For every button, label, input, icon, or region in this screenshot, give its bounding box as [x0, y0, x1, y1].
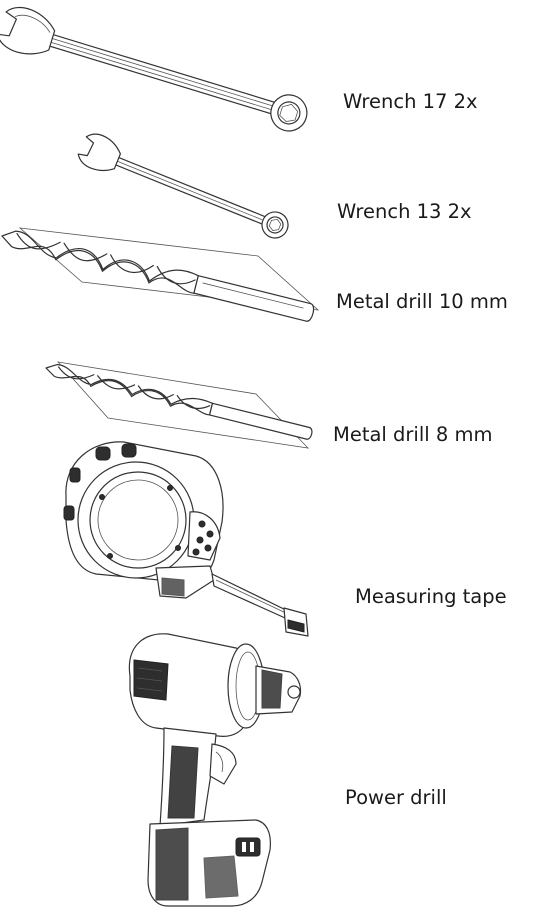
tool-label-metal-drill-8: Metal drill 8 mm — [333, 423, 493, 446]
tool-label-power-drill: Power drill — [345, 786, 447, 809]
tool-label-wrench-13: Wrench 13 2x — [337, 200, 472, 223]
tool-label-metal-drill-10: Metal drill 10 mm — [336, 290, 508, 313]
tool-label-wrench-17: Wrench 17 2x — [343, 90, 478, 113]
tool-label-measuring-tape: Measuring tape — [355, 585, 507, 608]
